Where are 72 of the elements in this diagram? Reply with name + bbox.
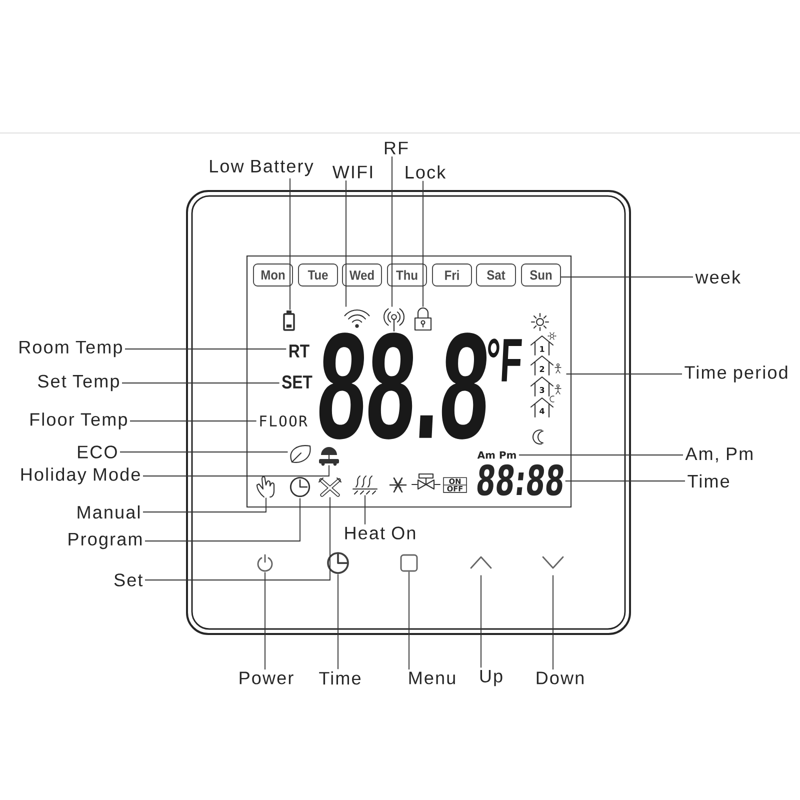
weekday-box: Fri — [432, 264, 472, 286]
house-number: 3 — [540, 386, 544, 394]
weekday-box: Tue — [298, 264, 338, 286]
weekday-box: Thu — [387, 264, 427, 286]
callout-label: Floor Temp — [30, 412, 127, 430]
callout-label: Holiday Mode — [21, 468, 140, 484]
house-number: 4 — [540, 408, 544, 414]
floor-heating-icon — [352, 475, 378, 495]
leader-line — [142, 464, 330, 476]
leader-line — [122, 382, 280, 384]
weekday-box: Sun — [521, 264, 561, 286]
leader-line — [144, 496, 330, 580]
callout-label: Lock — [406, 165, 446, 179]
leader-line — [408, 571, 410, 670]
callout-label: Manual — [78, 505, 140, 519]
leader-line — [264, 572, 266, 670]
callout-label: Low Battery — [210, 160, 314, 176]
clock-icon — [290, 476, 310, 498]
lock-icon — [414, 307, 432, 331]
leader-line — [422, 180, 424, 308]
battery-icon — [283, 310, 295, 331]
tools-icon — [318, 477, 342, 497]
lcd-text: RT — [290, 344, 310, 358]
leader-line — [552, 574, 554, 670]
callout-label: Time — [688, 474, 730, 488]
umbrella-icon — [319, 447, 339, 466]
callout-label: ECO — [78, 446, 117, 458]
callout-label: RF — [384, 142, 408, 154]
leaf-icon — [290, 445, 311, 463]
antenna-icon — [383, 308, 405, 332]
callout-label: week — [695, 270, 741, 284]
down-chevron-icon — [542, 556, 564, 569]
square-icon — [400, 554, 418, 572]
up-chevron-icon — [470, 556, 492, 569]
callout-label: Menu — [409, 672, 455, 684]
leader-line — [560, 276, 694, 278]
weekday-box: Wed — [342, 264, 382, 286]
weekday-box: Mon — [253, 264, 293, 286]
house-number: 2 — [540, 366, 544, 372]
leader-line — [518, 454, 684, 456]
leader-line — [124, 348, 287, 350]
callout-label: Room Temp — [20, 340, 122, 358]
lcd-text: SET — [282, 375, 312, 389]
callout-label: Down — [536, 672, 584, 684]
hand-icon — [256, 476, 275, 498]
wifi-icon — [344, 309, 370, 328]
leader-line — [142, 497, 266, 512]
leader-line — [144, 498, 300, 542]
callout-label: Heat On — [345, 526, 416, 540]
callout-label: Time period — [684, 366, 788, 382]
weekday-box: Sat — [476, 264, 516, 286]
house-number: 1 — [540, 346, 544, 352]
leader-line — [364, 494, 366, 525]
clock-icon — [327, 552, 349, 574]
lcd-digits: 88:88 — [477, 464, 564, 496]
callout-label: WIFI — [332, 166, 372, 178]
callout-label: Time — [319, 671, 360, 685]
callout-label: Program — [68, 532, 142, 550]
power-icon — [257, 554, 273, 572]
callout-label: Set — [114, 574, 143, 586]
callout-label: Am, Pm — [685, 448, 752, 462]
leader-line — [130, 420, 257, 422]
leader-line — [564, 480, 686, 482]
callout-label: Power — [240, 672, 294, 684]
period-icons — [530, 312, 562, 445]
lcd-text: Am Pm — [477, 451, 516, 459]
leader-line — [480, 574, 482, 668]
callout-label: Set Temp — [38, 374, 119, 392]
callout-label: Up — [480, 670, 502, 686]
lcd-text: FLOOR — [260, 415, 308, 427]
lcd-digits: 88.8 — [319, 332, 486, 440]
lcd-text: °F — [488, 338, 522, 382]
